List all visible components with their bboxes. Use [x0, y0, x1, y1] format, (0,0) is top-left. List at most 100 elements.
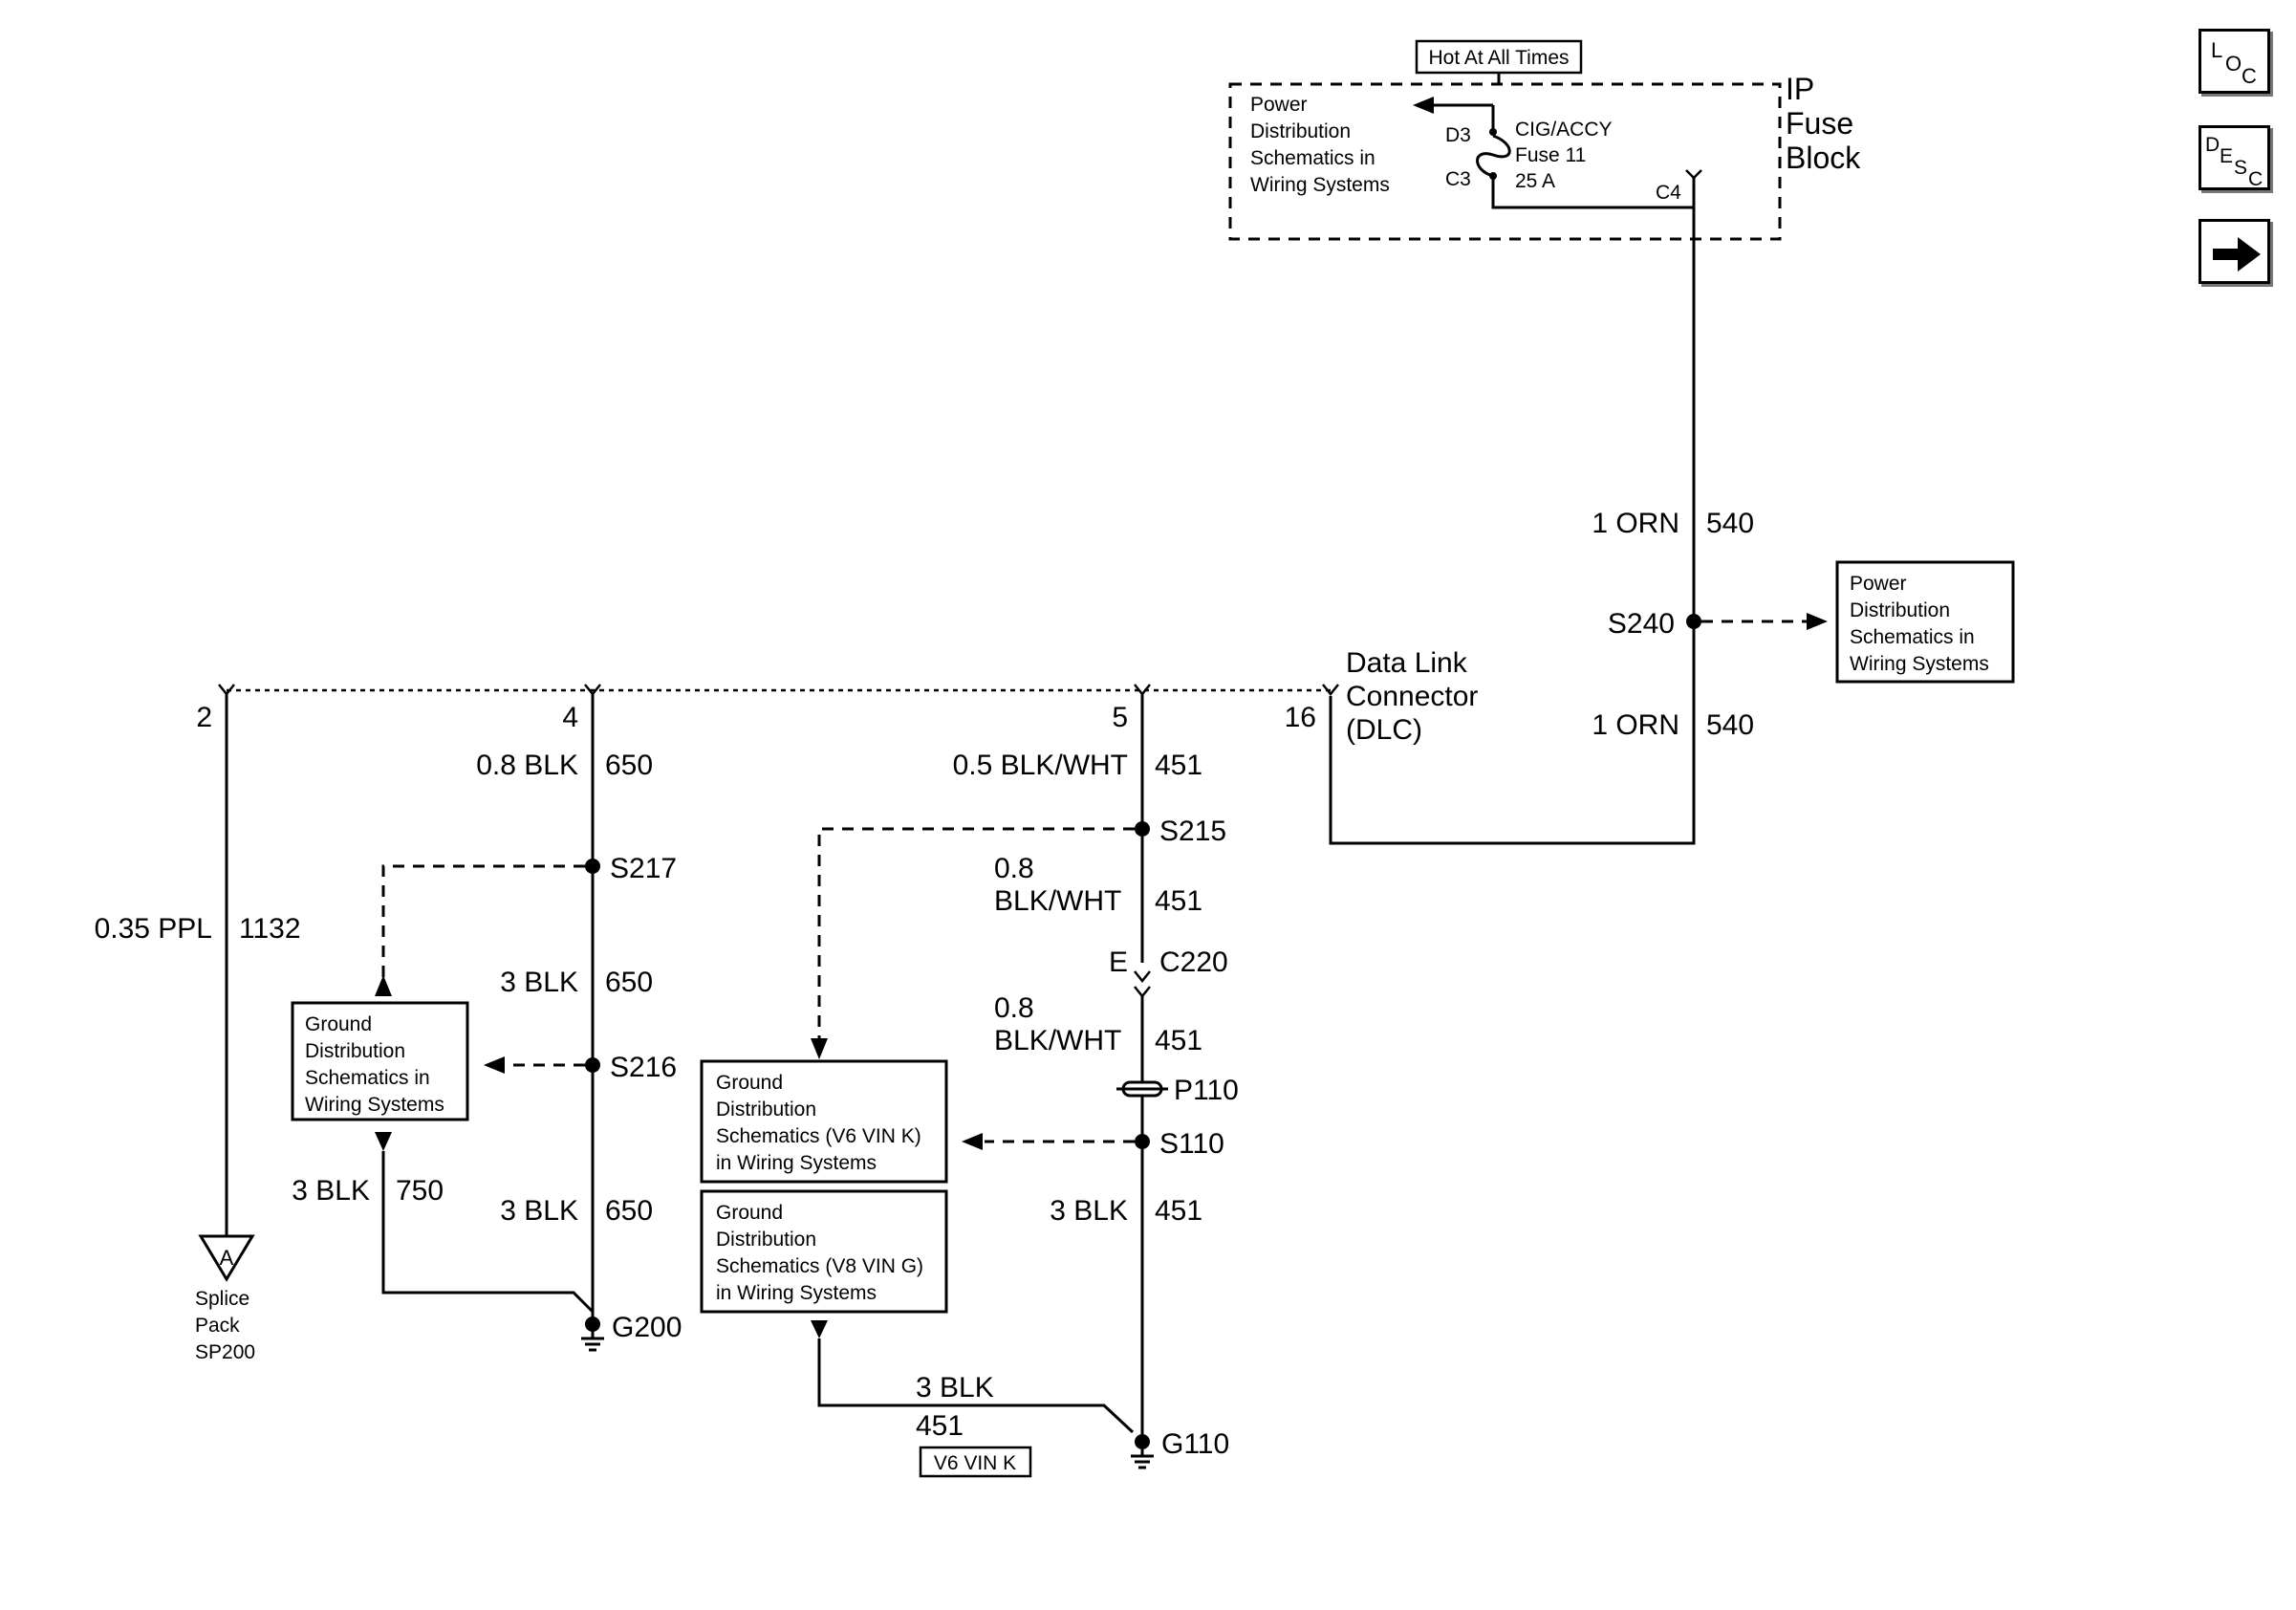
dlc-pin-4: 4 [562, 702, 578, 733]
dlc-pin-16-symbol [1322, 684, 1339, 697]
blk451-b-gauge: 3 BLK [916, 1372, 994, 1403]
gnd-v8-line-3: Schematics (V8 VIN G) [716, 1255, 923, 1277]
s110-arrow [962, 1133, 983, 1150]
gnd-v6-line-4: in Wiring Systems [716, 1152, 877, 1174]
ground-dist-box-v8 [700, 1189, 948, 1314]
ppl-circuit: 1132 [239, 913, 301, 945]
fuse-name-1: CIG/ACCY [1515, 119, 1613, 141]
p110-label: P110 [1174, 1075, 1239, 1106]
desc-letter-s: S [2234, 157, 2247, 179]
splice-s240-label: S240 [1608, 608, 1675, 640]
dlc-label-3: (DLC) [1346, 714, 1422, 746]
blk451-a-circuit: 451 [1155, 1195, 1202, 1227]
c220-label: C220 [1159, 946, 1228, 978]
fuse-pwr-dist-1: Power [1250, 94, 1308, 116]
fuse-feed-arrow [1413, 97, 1434, 114]
gnd-left-line-2: Distribution [305, 1040, 405, 1062]
fuse-terminal-d3 [1489, 128, 1497, 136]
blk451-lower-wire [817, 1338, 1135, 1434]
fuse-pwr-dist-2: Distribution [1250, 120, 1351, 142]
dlc-label-2: Connector [1346, 681, 1478, 712]
fuse-output-wire [1491, 176, 1694, 209]
desc-letter-c: C [2248, 168, 2263, 190]
fuse-name-2: Fuse 11 [1515, 144, 1586, 166]
v6-vin-k-label: V6 VIN K [934, 1452, 1016, 1474]
blk451-b-circuit: 451 [916, 1410, 964, 1442]
ground-g110-dot [1135, 1434, 1150, 1449]
bw451-c-color: BLK/WHT [994, 1025, 1121, 1056]
gnd-v8-line-1: Ground [716, 1202, 783, 1224]
loc-letter-l: L [2211, 38, 2222, 62]
fuse-pwr-dist-3: Schematics in [1250, 147, 1375, 169]
bw451-c-gauge: 0.8 [994, 992, 1034, 1024]
ground-dist-box-v6 [700, 1059, 948, 1184]
ground-g110-label: G110 [1161, 1428, 1229, 1460]
gnd-v6-line-1: Ground [716, 1072, 783, 1094]
orn-540-circuit: 1 ORN 540 1 ORN 540 S240 Power Distribut… [1329, 207, 2015, 845]
blk-750-wire [381, 1151, 595, 1314]
splice-pack-label-1: Splice [195, 1288, 249, 1310]
gnd-left-line-4: Wiring Systems [305, 1094, 444, 1116]
c220-pin: E [1109, 946, 1128, 978]
loc-icon: L O C [2211, 38, 2257, 88]
splice-s110-dot [1135, 1134, 1150, 1149]
arrow-right-icon [2213, 237, 2261, 272]
orn-upper-gauge: 1 ORN [1592, 508, 1679, 539]
bw451-b-gauge: 0.8 [994, 853, 1034, 884]
bw451-b-circuit: 451 [1155, 885, 1202, 917]
dlc-pin-16: 16 [1285, 702, 1316, 733]
s240-arrow [1807, 613, 1828, 630]
power-dist-line-1: Power [1850, 573, 1907, 595]
blk650-b-circuit: 650 [605, 967, 653, 998]
bw451-a-gauge: 0.5 BLK/WHT [953, 750, 1128, 781]
gnd-v8-line-4: in Wiring Systems [716, 1282, 877, 1304]
orn-lower-gauge: 1 ORN [1592, 709, 1679, 741]
dlc-pin-5-symbol [1134, 684, 1151, 697]
blkwht-451-circuit: 0.5 BLK/WHT 451 S215 0.8 BLK/WHT 451 E C… [700, 694, 1239, 1478]
splice-pack-letter: A [220, 1246, 234, 1270]
gnd-v8-line-2: Distribution [716, 1229, 816, 1251]
desc-letter-d: D [2205, 134, 2220, 156]
loc-letter-o: O [2225, 52, 2242, 76]
splice-pack-label-3: SP200 [195, 1341, 255, 1363]
dlc-pin-5: 5 [1112, 702, 1128, 733]
gnd-v6-line-3: Schematics (V6 VIN K) [716, 1125, 921, 1147]
desc-letter-e: E [2220, 145, 2233, 167]
s215-arrow [811, 1038, 828, 1059]
s215-dash-link [817, 827, 1135, 1040]
bw451-c-circuit: 451 [1155, 1025, 1202, 1056]
fuse-pwr-dist-4: Wiring Systems [1250, 174, 1390, 196]
fuse-block-outline [1228, 82, 1782, 241]
gnd-left-line-3: Schematics in [305, 1067, 430, 1089]
splice-pack-label-2: Pack [195, 1315, 240, 1337]
loc-button[interactable]: L O C [2199, 29, 2270, 94]
splice-s217-label: S217 [610, 853, 677, 884]
ip-fuse-block: Hot At All Times IP Fuse Block Power Dis… [1228, 39, 1861, 241]
bw451-b-color: BLK/WHT [994, 885, 1121, 917]
power-dist-line-4: Wiring Systems [1850, 653, 1989, 675]
loc-letter-c: C [2242, 64, 2257, 88]
dlc-pin-2: 2 [196, 702, 212, 733]
splice-s217-dot [585, 859, 600, 874]
blk650-a-gauge: 0.8 BLK [476, 750, 578, 781]
v6-vin-k-tag [919, 1446, 1032, 1478]
s216-arrow [484, 1056, 505, 1074]
fuse-block-title-3: Block [1786, 141, 1861, 175]
desc-button[interactable]: D E S C [2199, 125, 2270, 190]
hot-at-all-times-label: Hot At All Times [1428, 47, 1569, 69]
fuse-block-title-1: IP [1786, 72, 1814, 106]
fuse-pin-c3: C3 [1445, 168, 1471, 190]
blk451-a-gauge: 3 BLK [1050, 1195, 1128, 1227]
ppl-1132-circuit: 0.35 PPL 1132 A Splice Pack SP200 [95, 694, 301, 1363]
blk750-circuit: 750 [396, 1175, 444, 1207]
splice-s216-dot [585, 1057, 600, 1073]
blk750-arrow [375, 1132, 392, 1151]
blk650-a-circuit: 650 [605, 750, 653, 781]
fuse-pin-d3: D3 [1445, 124, 1471, 146]
next-button[interactable] [2199, 219, 2270, 284]
power-dist-box [1835, 560, 2015, 684]
blk650-c-circuit: 650 [605, 1195, 653, 1227]
gnd-v6-line-2: Distribution [716, 1099, 816, 1120]
s217-arrow [375, 975, 392, 996]
